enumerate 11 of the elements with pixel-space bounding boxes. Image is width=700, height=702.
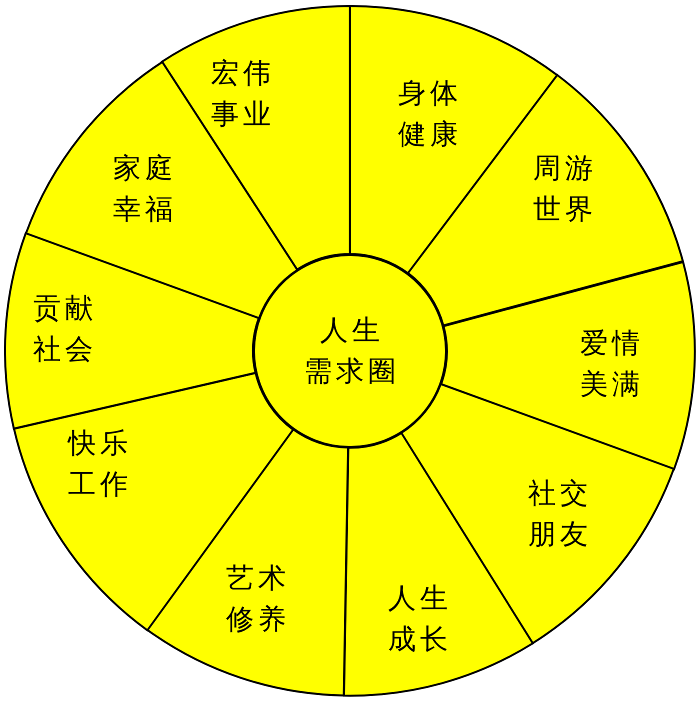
segment-label: 艺术修养 bbox=[226, 562, 290, 637]
segment-label: 社交朋友 bbox=[528, 477, 592, 552]
segment-label: 家庭幸福 bbox=[112, 152, 177, 227]
segment-label: 人生成长 bbox=[388, 582, 452, 657]
segment-label: 快乐工作 bbox=[68, 427, 132, 502]
segment-label: 爱情美满 bbox=[580, 327, 644, 402]
segment-label: 周游世界 bbox=[532, 152, 597, 227]
center-label: 人生需求圈 bbox=[304, 314, 400, 389]
segment-label: 贡献社会 bbox=[32, 292, 97, 367]
segment-label: 宏伟事业 bbox=[210, 57, 275, 132]
segment-label: 身体健康 bbox=[398, 77, 462, 152]
